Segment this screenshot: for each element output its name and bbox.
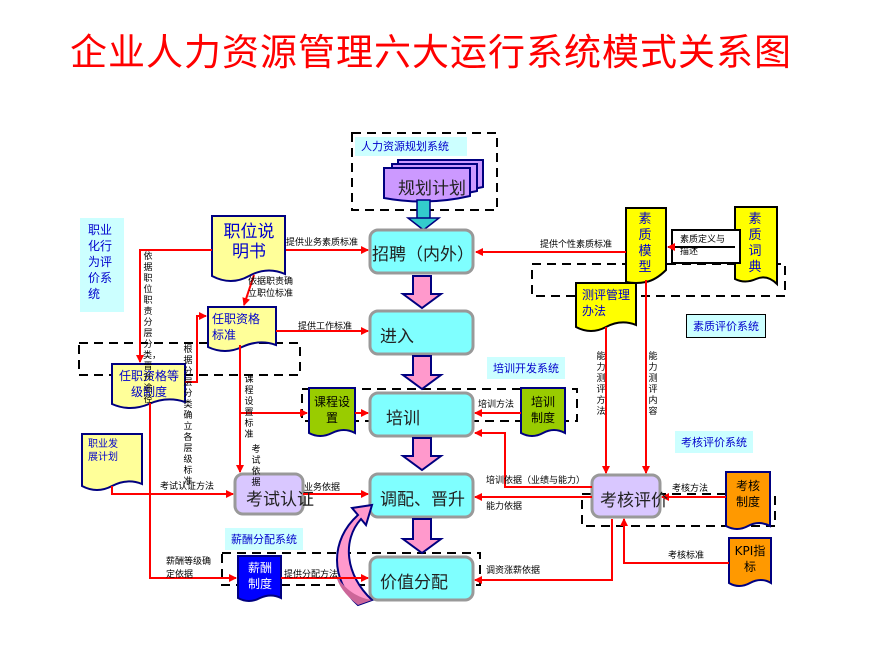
competency-definition-label: 素质定义与描述	[680, 235, 726, 257]
doc-training-policy-label: 培训制度	[530, 395, 555, 425]
training-system-boundary	[301, 388, 578, 422]
flow-arrow-recruit-entry	[399, 275, 445, 310]
plan-document-stack	[383, 159, 484, 203]
label-appraisal-method: 考核方法	[672, 484, 709, 494]
feedback-curved-arrow	[336, 503, 374, 607]
process-value-dist-box	[368, 555, 475, 602]
hr-planning-system-boundary	[351, 132, 498, 211]
label-by-job-duty-classify: 依据职位职责分层分类，晋升途径	[143, 252, 162, 405]
label-appraisal-std: 考核标准	[668, 551, 705, 561]
label-training-method: 培训方法	[478, 400, 515, 410]
page-title: 企业人力资源管理六大运行系统模式关系图	[70, 31, 792, 74]
process-exam-label: 考试认证	[246, 490, 314, 510]
doc-assessment-method-label: 测评管理办法	[582, 288, 631, 318]
doc-salary-policy-label: 薪酬制度	[247, 561, 272, 591]
system-label-training-dev: 培训开发系统	[487, 357, 565, 379]
system-label-hr-planning: 人力资源规划系统	[355, 137, 467, 156]
system-label-performance-eval: 考核评价系统	[675, 431, 753, 453]
career-system-boundary	[78, 342, 301, 376]
appraisal-system-boundary	[581, 493, 776, 527]
label-provide-dist-method: 提供分配方法	[284, 570, 339, 580]
system-label-competency-eval: 素质评价系统	[686, 314, 766, 338]
process-entry-label: 进入	[380, 327, 414, 347]
process-training-box	[368, 391, 475, 438]
doc-assessment-method	[575, 282, 637, 332]
flow-arrow-training-transfer	[399, 437, 445, 472]
label-business-competency-std: 提供业务素质标准	[286, 238, 359, 248]
label-ability-basis: 能力依据	[486, 502, 523, 512]
flow-arrow-transfer-value	[399, 518, 445, 555]
doc-kpi	[728, 537, 772, 587]
doc-salary-policy	[237, 555, 282, 602]
process-recruit-box	[368, 228, 475, 275]
doc-career-plan	[81, 433, 143, 491]
process-entry-box	[368, 309, 475, 356]
label-individual-competency-std: 提供个性素质标准	[540, 240, 613, 250]
doc-qualification-standard	[207, 306, 277, 352]
system-label-compensation: 薪酬分配系统	[225, 528, 303, 550]
doc-job-description	[211, 215, 286, 282]
arrow-appraisal-training	[474, 429, 592, 488]
label-salary-grade-basis: 薪酬等级确定依据	[166, 557, 212, 580]
process-appraisal-label: 考核评价	[600, 491, 668, 511]
doc-competency-model-label: 素质模型	[638, 212, 652, 275]
process-recruit-label: 招聘（内外）	[372, 245, 474, 265]
label-salary-adjust-basis: 调资涨薪依据	[486, 566, 541, 576]
arrow-appraisal-value	[474, 519, 613, 584]
arrow-careerplan-exam	[111, 486, 234, 498]
doc-training-policy	[520, 387, 566, 437]
compensation-system-boundary	[221, 552, 481, 586]
arrow-jobdesc-grade	[136, 249, 212, 363]
label-course-std: 课程设置标准	[244, 375, 254, 440]
process-value-dist-label: 价值分配	[380, 573, 448, 593]
label-business-basis: 业务依据	[304, 483, 341, 493]
label-training-basis: 培训依据（业绩与能力）	[486, 476, 586, 486]
plan-to-recruit-connector	[416, 199, 431, 221]
doc-appraisal-policy-label: 考核制度	[735, 479, 760, 509]
label-ability-test-method: 能力测评方法	[596, 352, 606, 417]
label-job-duty-standard: 依据职责确立职位标准	[248, 277, 294, 299]
label-ability-test-content: 能力测评内容	[648, 352, 658, 417]
doc-job-description-label: 职位说明书	[223, 222, 275, 262]
process-transfer-label: 调配、晋升	[380, 490, 465, 510]
label-by-layer-classify: 根据分层分类确立各层级标准	[183, 345, 193, 487]
doc-competency-dictionary-label: 素质词典	[748, 212, 762, 275]
doc-course-setup-label: 课程设置	[314, 395, 351, 425]
doc-career-plan-label: 职业发展计划	[88, 439, 118, 463]
label-exam-cert-method: 考试认证方法	[160, 482, 215, 492]
arrow-jobdesc-qualstd	[242, 274, 255, 306]
label-exam-basis: 考试依据	[251, 445, 261, 488]
label-work-std: 提供工作标准	[298, 322, 353, 332]
doc-course-setup	[308, 387, 356, 437]
process-plan-label: 规划计划	[398, 179, 466, 199]
doc-appraisal-policy	[725, 471, 771, 530]
flow-arrow-entry-training	[399, 355, 445, 391]
arrow-kpi-appraisal	[620, 518, 729, 564]
process-transfer-box	[368, 472, 475, 519]
doc-competency-dictionary	[734, 206, 778, 287]
arrow-grade-salary	[149, 403, 237, 582]
system-label-career-eval: 职业化行为评价系统	[80, 218, 124, 312]
doc-kpi-label: KPI指标	[734, 544, 766, 574]
process-training-label: 培训	[386, 409, 420, 429]
arrow-grade-qualstd	[185, 312, 207, 383]
doc-qualification-grade-label: 任职资格等级制度	[118, 369, 179, 399]
doc-qualification-standard-label: 任职资格标准	[212, 312, 261, 342]
